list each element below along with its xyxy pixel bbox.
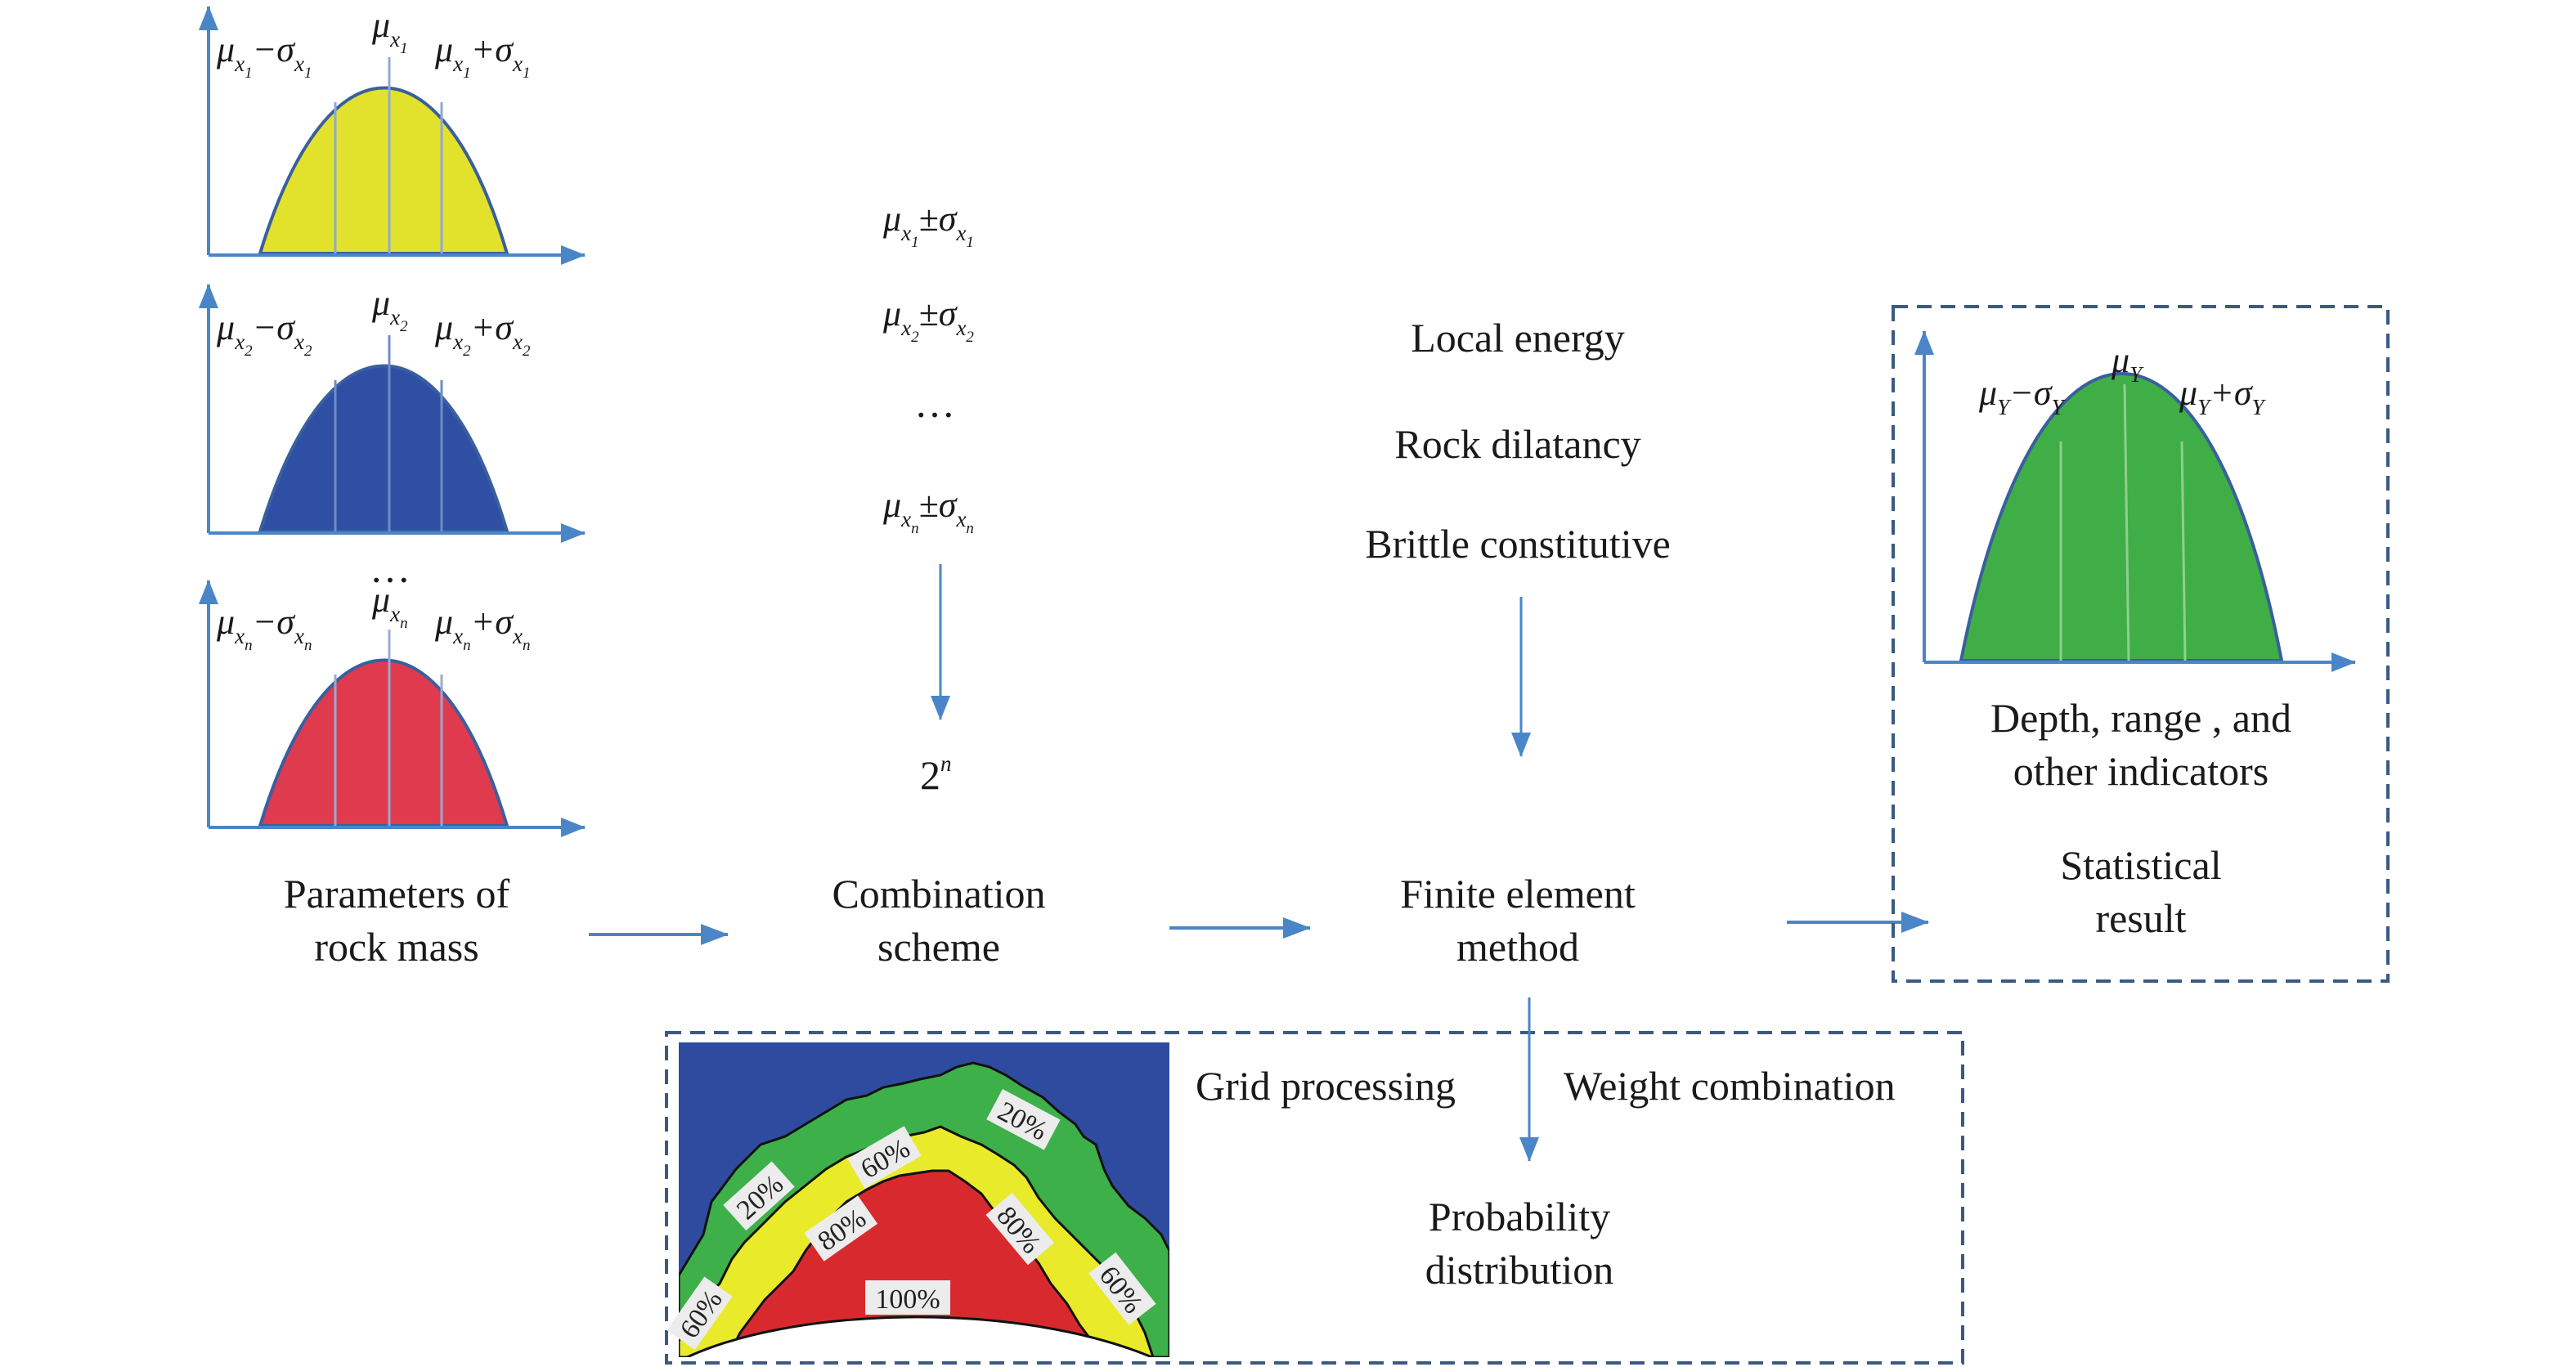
curve-x1 — [258, 86, 509, 255]
probability-label-line2: distribution — [1425, 1247, 1614, 1293]
weight-combination-label: Weight combination — [1564, 1063, 1896, 1109]
curve-xn — [258, 658, 509, 827]
combination-item-ellipsis: … — [914, 380, 955, 426]
probability-box — [665, 1031, 1964, 1365]
result-indicators-line2: other indicators — [2013, 748, 2269, 794]
label-x1-plus: μx1+σx1 — [434, 29, 530, 82]
combination-item-n: μxn±σxn — [882, 485, 974, 537]
probability-map: 20% 60% 20% 60% 80% 80% 60% 100% — [666, 1042, 1169, 1357]
distribution-y: μY−σY μY μY+σY — [1914, 330, 2356, 672]
result-box — [1892, 305, 2390, 983]
label-y-mean: μY — [2111, 340, 2144, 387]
fem-input-local-energy: Local energy — [1411, 315, 1624, 361]
label-y-minus: μY−σY — [1978, 373, 2067, 419]
distribution-ellipsis: … — [370, 545, 411, 591]
map-red-zone — [726, 1169, 1106, 1357]
combination-label-line1: Combination — [832, 871, 1045, 917]
fem-label-line1: Finite element — [1400, 871, 1636, 917]
label-x1-mean: μx1 — [371, 5, 408, 57]
combination-items: μx1±σx1 μx2±σx2 … μxn±σxn — [882, 199, 974, 537]
probability-label-line1: Probability — [1429, 1194, 1610, 1239]
label-y-plus: μY+σY — [2179, 373, 2267, 419]
fem-label-line2: method — [1456, 924, 1579, 970]
result-label-line1: Statistical — [2060, 842, 2221, 888]
distribution-x2: μx2−σx2 μx2 μx2+σx2 — [199, 283, 586, 543]
combination-label-line2: scheme — [877, 924, 1000, 970]
result-indicators-line1: Depth, range , and — [1990, 695, 2291, 741]
label-x1-minus: μx1−σx1 — [216, 29, 312, 82]
curve-y — [1959, 372, 2284, 662]
curve-x2 — [258, 364, 509, 533]
combination-item-1: μx1±σx1 — [882, 199, 974, 251]
label-x2-plus: μx2+σx2 — [434, 307, 531, 360]
fem-input-rock-dilatancy: Rock dilatancy — [1394, 421, 1640, 467]
fem-input-brittle-constitutive: Brittle constitutive — [1365, 521, 1671, 567]
svg-text:100%: 100% — [875, 1284, 940, 1315]
combination-item-2: μx2±σx2 — [882, 294, 974, 346]
label-xn-plus: μxn+σxn — [434, 602, 530, 654]
map-opening — [684, 1315, 1156, 1357]
grid-processing-label: Grid processing — [1196, 1063, 1456, 1109]
combination-count: 2n — [920, 751, 952, 798]
label-xn-mean: μxn — [371, 580, 408, 632]
distribution-xn: μxn−σxn μxn μxn+σxn — [199, 580, 586, 837]
result-label-line2: result — [2095, 895, 2186, 941]
parameters-label-line2: rock mass — [314, 924, 478, 970]
parameters-label-line1: Parameters of — [284, 871, 510, 917]
label-xn-minus: μxn−σxn — [216, 602, 312, 654]
distribution-x1: μx1−σx1 μx1 μx1+σx1 — [199, 5, 586, 265]
label-x2-minus: μx2−σx2 — [216, 307, 312, 360]
label-x2-mean: μx2 — [371, 283, 408, 335]
